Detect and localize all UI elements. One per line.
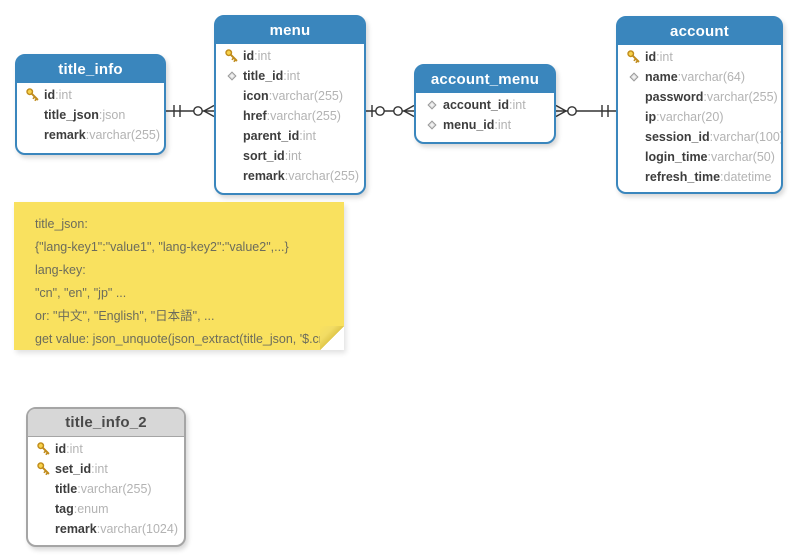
field-row-menu_id[interactable]: menu_id: int — [416, 115, 554, 135]
table-header: menu — [216, 17, 364, 44]
primary-key-icon — [223, 48, 240, 64]
field-row-title[interactable]: title: varchar(255) — [28, 479, 184, 499]
table-header: title_info — [17, 56, 164, 83]
note-fold-corner-icon — [320, 326, 344, 350]
field-row-id[interactable]: id: int — [28, 439, 184, 459]
field-row-account_id[interactable]: account_id: int — [416, 95, 554, 115]
table-title: menu — [269, 22, 311, 39]
diamond-icon — [423, 117, 440, 133]
sticky-note[interactable]: title_json: {"lang-key1":"value1", "lang-… — [14, 202, 344, 350]
diamond-icon — [423, 97, 440, 113]
no-icon — [223, 148, 240, 164]
note-line: {"lang-key1":"value1", "lang-key2":"valu… — [35, 240, 289, 254]
no-icon — [223, 108, 240, 124]
table-field-list: id: int title_id: int icon: varchar(255)… — [216, 44, 364, 186]
table-title: account_menu — [430, 71, 540, 88]
field-row-remark[interactable]: remark: varchar(255) — [216, 166, 364, 186]
relationship-title_info-menu[interactable] — [166, 104, 215, 118]
field-row-title_id[interactable]: title_id: int — [216, 66, 364, 86]
no-icon — [24, 107, 41, 123]
no-icon — [35, 481, 52, 497]
table-title: title_info_2 — [65, 414, 147, 431]
field-row-set_id[interactable]: set_id: int — [28, 459, 184, 479]
field-row-refresh_time[interactable]: refresh_time: datetime — [618, 167, 781, 187]
no-icon — [625, 149, 642, 165]
field-row-remark[interactable]: remark: varchar(255) — [17, 125, 164, 145]
table-field-list: id: int set_id: int title: varchar(255) … — [28, 437, 184, 539]
no-icon — [625, 109, 642, 125]
field-row-href[interactable]: href: varchar(255) — [216, 106, 364, 126]
no-icon — [35, 521, 52, 537]
table-title_info[interactable]: title_info id: int title_json: json rema… — [15, 54, 166, 155]
table-field-list: id: int name: varchar(64) password: varc… — [618, 45, 781, 187]
no-icon — [24, 127, 41, 143]
table-header: account — [618, 18, 781, 45]
note-line: "cn", "en", "jp" ... — [35, 286, 127, 300]
field-row-title_json[interactable]: title_json: json — [17, 105, 164, 125]
field-row-tag[interactable]: tag: enum — [28, 499, 184, 519]
note-line: get value: json_unquote(json_extract(tit… — [35, 332, 333, 346]
field-row-password[interactable]: password: varchar(255) — [618, 87, 781, 107]
no-icon — [625, 89, 642, 105]
table-menu[interactable]: menu id: int title_id: int icon: varchar… — [214, 15, 366, 195]
no-icon — [223, 88, 240, 104]
no-icon — [35, 501, 52, 517]
field-row-id[interactable]: id: int — [618, 47, 781, 67]
primary-key-icon — [35, 461, 52, 477]
relationship-account_menu-account[interactable] — [555, 104, 616, 118]
note-line: lang-key: — [35, 263, 86, 277]
table-account[interactable]: account id: int name: varchar(64) passwo… — [616, 16, 783, 194]
primary-key-icon — [24, 87, 41, 103]
field-row-parent_id[interactable]: parent_id: int — [216, 126, 364, 146]
no-icon — [223, 128, 240, 144]
no-icon — [625, 169, 642, 185]
diamond-icon — [223, 68, 240, 84]
field-row-session_id[interactable]: session_id: varchar(100) — [618, 127, 781, 147]
table-title_info_2[interactable]: title_info_2 id: int set_id: int title: … — [26, 407, 186, 547]
field-row-name[interactable]: name: varchar(64) — [618, 67, 781, 87]
note-line: title_json: — [35, 217, 88, 231]
field-row-id[interactable]: id: int — [17, 85, 164, 105]
table-title: title_info — [58, 61, 123, 78]
relationship-menu-account_menu[interactable] — [366, 104, 415, 118]
table-header: account_menu — [416, 66, 554, 93]
field-row-icon[interactable]: icon: varchar(255) — [216, 86, 364, 106]
table-field-list: id: int title_json: json remark: varchar… — [17, 83, 164, 145]
no-icon — [625, 129, 642, 145]
field-row-ip[interactable]: ip: varchar(20) — [618, 107, 781, 127]
sticky-note-text: title_json: {"lang-key1":"value1", "lang-… — [35, 217, 336, 347]
field-row-login_time[interactable]: login_time: varchar(50) — [618, 147, 781, 167]
table-header: title_info_2 — [28, 409, 184, 437]
field-row-id[interactable]: id: int — [216, 46, 364, 66]
no-icon — [223, 168, 240, 184]
table-account_menu[interactable]: account_menu account_id: int menu_id: in… — [414, 64, 556, 144]
table-title: account — [670, 23, 729, 40]
note-line: or: "中文", "English", "日本語", ... — [35, 309, 215, 323]
primary-key-icon — [625, 49, 642, 65]
field-row-remark[interactable]: remark: varchar(1024) — [28, 519, 184, 539]
primary-key-icon — [35, 441, 52, 457]
diamond-icon — [625, 69, 642, 85]
table-field-list: account_id: int menu_id: int — [416, 93, 554, 135]
field-row-sort_id[interactable]: sort_id: int — [216, 146, 364, 166]
